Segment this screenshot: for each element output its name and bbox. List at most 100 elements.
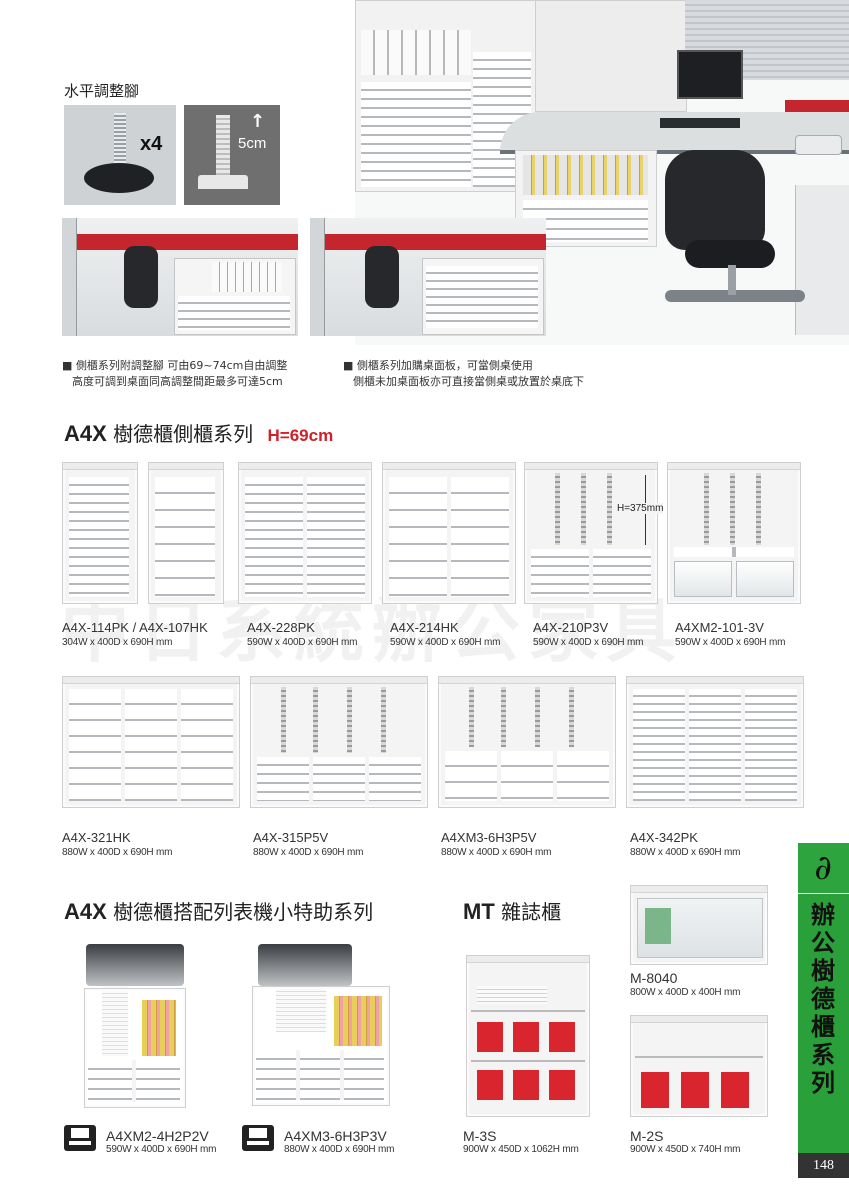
side-cabinet-drawers <box>178 296 290 330</box>
yellow-binders <box>334 996 382 1046</box>
note-right-line2: 側櫃未加桌面板亦可直接當側桌或放置於桌底下 <box>353 375 584 388</box>
magazines-row2 <box>477 1070 581 1100</box>
printer-model-1: A4XM3-6H3P3V <box>284 1128 387 1144</box>
workstation-photo-left <box>62 218 298 336</box>
foot-base <box>84 163 154 193</box>
printer-cabinet-a4xm3 <box>250 940 390 1108</box>
row1-model-0: A4X-114PK / A4X-107HK <box>62 620 208 635</box>
magazines-row1 <box>477 1022 581 1052</box>
printer <box>258 944 352 986</box>
keyboard <box>660 118 740 128</box>
cabinet-m-3s <box>466 955 590 1117</box>
cabinet-a4x-321hk <box>62 676 240 808</box>
cabinet-a4x-210p3v: H=375mm <box>524 462 664 604</box>
row2-dims-0: 880W x 400D x 690H mm <box>62 847 173 858</box>
partition-frame <box>62 218 77 336</box>
back-cabinet-shelves <box>361 30 471 75</box>
diagram-base <box>198 175 248 189</box>
magazine-dims-2: 900W x 450D x 740H mm <box>630 1144 741 1155</box>
printer-drawers <box>256 1050 384 1100</box>
desk-cabinet-drawers <box>426 266 538 328</box>
cabinet-a4x-114pk <box>62 462 138 604</box>
section2-title: A4X 樹德櫃搭配列表機小特助系列 <box>64 896 373 925</box>
yellow-binders <box>142 1000 176 1056</box>
chair <box>365 246 399 308</box>
monitor <box>677 50 743 99</box>
brand-logo-icon: ∂ <box>814 848 832 888</box>
printer-icon <box>242 1125 274 1151</box>
cabinet-a4x-107hk <box>148 462 224 604</box>
office-chair-pole <box>728 265 736 295</box>
magazine <box>645 908 671 944</box>
desk-top <box>500 112 849 154</box>
row1-model-3: A4X-210P3V <box>533 620 609 635</box>
row2-dims-1: 880W x 400D x 690H mm <box>253 847 364 858</box>
cabinet-drawers-right <box>307 477 365 597</box>
back-cabinet-drawers <box>361 82 471 187</box>
diagram-screw <box>216 115 230 175</box>
magazine-dims-1: 900W x 450D x 1062H mm <box>463 1144 579 1155</box>
row1-dims-2: 590W x 400D x 690H mm <box>390 637 501 648</box>
height-label: H=375mm <box>617 503 664 514</box>
glass-door <box>637 898 763 958</box>
magazine-model-1: M-3S <box>463 1128 497 1144</box>
row1-model-4: A4XM2-101-3V <box>675 620 764 635</box>
section1-title: A4X 樹德櫃側櫃系列 H=69cm <box>64 418 333 447</box>
printer-icon <box>64 1125 96 1151</box>
side-tab-inner <box>798 893 849 1154</box>
page-number: 148 <box>798 1153 849 1178</box>
top-shelf-papers <box>477 986 547 1004</box>
printer-cabinet-body <box>84 988 186 1108</box>
cabinet-m-2s <box>630 1015 768 1117</box>
cabinet-big-drawer-left <box>674 561 732 597</box>
row2-model-3: A4X-342PK <box>630 830 698 845</box>
telephone <box>795 135 842 155</box>
row1-dims-4: 590W x 400D x 690H mm <box>675 637 786 648</box>
row1-model-2: A4X-214HK <box>390 620 459 635</box>
cabinet-drawers <box>445 751 609 801</box>
row1-dims-3: 590W x 400D x 690H mm <box>533 637 644 648</box>
office-chair-base <box>665 290 805 302</box>
tall-cabinet <box>535 0 687 112</box>
chair <box>124 246 158 308</box>
leveling-foot-photo: x4 <box>64 105 176 205</box>
cabinet-drawers <box>69 477 129 597</box>
printer <box>86 944 184 986</box>
foot-count: x4 <box>140 133 163 155</box>
section2-prefix: A4X <box>64 899 107 924</box>
side-cabinet <box>795 185 849 335</box>
cabinet-drawers-right <box>451 477 509 597</box>
note-left: ■ 側櫃系列附調整腳 可由69~74cm自由調整 高度可調到桌面同高調整間距最多… <box>62 358 287 390</box>
printer-drawers <box>88 1060 180 1102</box>
partition-frame <box>310 218 325 336</box>
partition-red <box>310 234 546 250</box>
cabinet-a4x-228pk <box>238 462 372 604</box>
note-left-line2: 高度可調到桌面同高調整間距最多可達5cm <box>72 375 283 388</box>
cabinet-shallow-drawers <box>674 547 794 557</box>
printer-cabinet-a4xm2 <box>82 940 188 1110</box>
cabinet-drawers-left <box>389 477 447 597</box>
note-right-line1: ■ 側櫃系列加購桌面板，可當側桌使用 <box>343 359 533 372</box>
cabinet-drawers-left <box>245 477 303 597</box>
section3-prefix: MT <box>463 899 495 924</box>
row2-dims-3: 880W x 400D x 690H mm <box>630 847 741 858</box>
side-cabinet-shelves <box>212 262 282 292</box>
cabinet-a4x-342pk <box>626 676 804 808</box>
cabinet-a4xm2-101-3v <box>667 462 801 604</box>
printer-cabinet-body <box>252 986 390 1106</box>
printer-dims-0: 590W x 400D x 690H mm <box>106 1144 217 1155</box>
leveling-title: 水平調整腳 <box>64 82 140 100</box>
magazine-dims-0: 800W x 400D x 400H mm <box>630 987 741 998</box>
cabinet-a4x-315p5v <box>250 676 428 808</box>
section3-title: MT 雜誌櫃 <box>463 896 561 925</box>
magazine-model-2: M-2S <box>630 1128 664 1144</box>
row1-dims-1: 590W x 400D x 690H mm <box>247 637 358 648</box>
side-tab-title: 辦公樹德櫃系列 <box>811 901 835 1097</box>
printer-paper <box>102 986 128 1056</box>
leveling-diagram: ↑ 5cm <box>184 105 280 205</box>
row2-model-0: A4X-321HK <box>62 830 131 845</box>
cabinet-drawers <box>257 757 421 801</box>
magazines-row <box>641 1072 757 1108</box>
section1-height: H=69cm <box>267 426 334 445</box>
under-desk-binders <box>523 155 648 195</box>
